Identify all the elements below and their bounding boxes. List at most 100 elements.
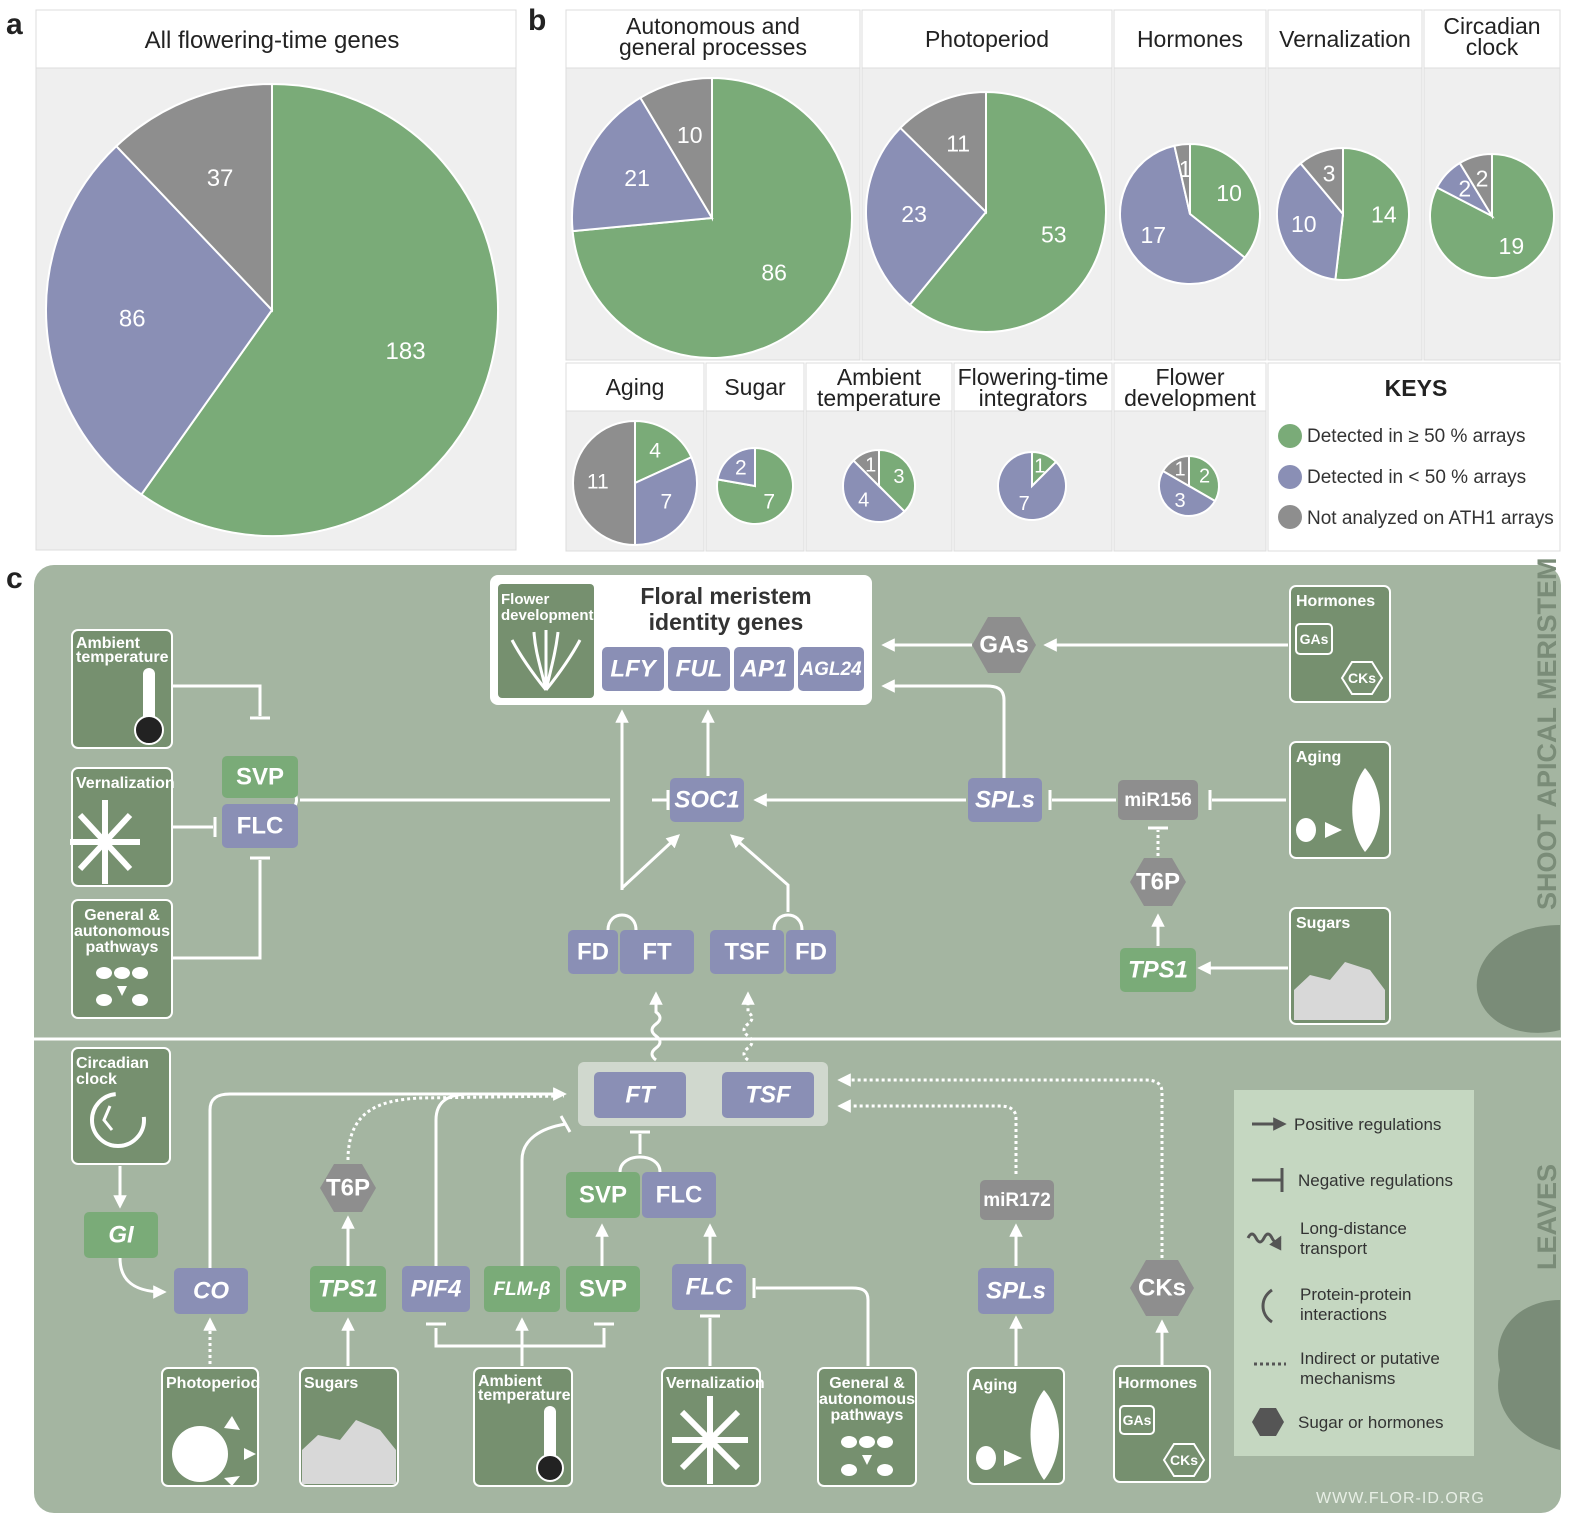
pie-title-line: temperature [817,385,941,411]
pie-b0-slice-detected-low [571,96,714,233]
node-pif4-label: PIF4 [411,1275,462,1302]
legend-label-ppi-1: Protein-protein [1300,1285,1412,1304]
panel-a-letter: a [6,8,23,41]
pie-title-line: general processes [619,34,807,60]
pie-title-line: Aging [606,374,665,400]
node-spls-leaf-label: SPLs [986,1277,1046,1304]
sugar-cubes-icon [1294,962,1385,1020]
pie-b9-slice-detected-low [1158,469,1217,517]
sam-edges [172,638,1288,1062]
pie-a-value-detected-high: 183 [386,338,426,365]
pie-a-slice-detected-low [45,144,274,496]
legend-label-negative: Negative regulations [1298,1171,1453,1190]
node-svp-leaf-label: SVP [579,1275,627,1302]
small-leaf-icon [1296,818,1316,842]
leaf-vernalization-label: Vernalization [666,1375,765,1392]
leaf-icons: Circadian clock Photoperiod Sugars Ambie… [71,1047,1211,1487]
meristem-silhouette-icon [1476,925,1560,1033]
pie-b3-value-detected-low: 10 [1291,211,1317,237]
node-pif4 [402,1266,470,1312]
node-tsf-sam [710,930,784,974]
node-mir172 [980,1180,1054,1220]
pie-b5-value-detected-high: 4 [649,439,661,462]
node-flc-sam [222,804,298,848]
sam-gas-sub: GAs [1300,631,1329,647]
leaf-sugars-label: Sugars [304,1375,358,1392]
pie-b7-slice-not-analyzed [852,448,880,489]
legend-arc-icon [1261,1288,1273,1324]
node-flc-leaf [672,1264,746,1310]
node-t6p-leaf [320,1164,376,1212]
key-swatch-detected-high [1278,424,1302,448]
pie-b5-slice-detected-low [634,455,698,547]
panel-a-title-bar [35,9,517,69]
pie-cell-title-bar [565,9,861,69]
pie-b9-value-detected-low: 3 [1174,490,1185,512]
legend-label-wave-1: Long-distance [1300,1219,1407,1238]
legend-label-hexagon: Sugar or hormones [1298,1413,1444,1432]
leaf-ambient-label-2: temperature [478,1387,571,1404]
pie-title-line: clock [1466,34,1519,60]
pie-cell-title-bar [953,362,1113,412]
pie-b0-value-not-analyzed: 10 [677,122,703,148]
pie-cell-title-bar [1267,9,1423,69]
pie-title-line: Sugar [724,374,786,400]
sugars-leaf-icon: Sugars [299,1367,399,1487]
node-fd-1 [568,930,618,974]
pie-b1-slice-detected-high [908,90,1107,333]
pie-cell-title-bar [1423,9,1561,69]
leaf-ambient-label-1: Ambient [478,1373,543,1390]
pie-title-line: Photoperiod [925,26,1049,52]
node-tsf-leaf [722,1072,814,1118]
pie-title-line: Flower [1155,364,1224,390]
node-t6p-sam-label: T6P [1136,868,1180,895]
pie-cell-title-bar [565,362,705,412]
general-autonomous-icon: General & autonomous pathways [71,899,173,1019]
leaf-cks-sub: CKs [1170,1452,1198,1468]
node-svp-leaf-top [566,1172,640,1218]
pie-cell-title-bar [1113,362,1267,412]
hormones-icon: Hormones GAs CKs [1289,585,1391,703]
pie-b4-value-not-analyzed: 2 [1476,165,1489,191]
pie-b7-slice-detected-high [878,448,916,513]
hormones-leaf-icon: Hormones GAs CKs [1113,1365,1211,1483]
pie-b8-slice-detected-low [997,450,1067,521]
pie-b3-slice-detected-low [1276,162,1345,281]
node-tsf-leaf-label: TSF [745,1081,792,1108]
pie-title-line: development [1124,385,1256,411]
pie-cell-title-bar [861,9,1113,69]
legend-wave-icon [1246,1232,1282,1251]
node-svp-sam-label: SVP [236,763,284,790]
pie-b2-slice-not-analyzed [1173,142,1191,215]
pie-b2-value-detected-low: 17 [1140,222,1166,248]
zone-label-sam: SHOOT APICAL MERISTEM [1532,557,1562,910]
pie-title-line: integrators [979,385,1088,411]
sam-ambient-label-1: Ambient [76,635,141,652]
pie-b7-slice-detected-low [842,459,906,523]
leaf-circadian-label-2: clock [76,1071,117,1088]
pie-a-value-not-analyzed: 37 [207,165,234,192]
node-ft-sam [620,930,694,974]
keys-title: KEYS [1385,375,1448,401]
sam-sugars-label: Sugars [1296,915,1350,932]
pie-b0-value-detected-low: 21 [624,165,650,191]
floral-meristem-box: Flower development Floral meristem ident… [490,575,872,705]
node-flm-beta [484,1266,560,1312]
leaf-circadian-label-1: Circadian [76,1055,149,1072]
pie-a-slice-not-analyzed [114,82,273,313]
pie-b6-value-detected-high: 7 [763,490,775,513]
node-ft-leaf-label: FT [625,1081,657,1108]
gene-agl24-label: AGL24 [799,659,862,680]
sam-aging-label: Aging [1296,749,1341,766]
pie-b5-slice-detected-high [634,419,693,485]
node-gas-label: GAs [979,631,1028,658]
pie-b6-slice-detected-low [716,446,756,488]
big-leaf-icon [1352,768,1380,852]
node-ft-sam-label: FT [642,938,672,965]
floral-meristem-title-2: identity genes [649,609,804,635]
node-ft-leaf [594,1072,686,1118]
legend-label-positive: Positive regulations [1294,1115,1441,1134]
